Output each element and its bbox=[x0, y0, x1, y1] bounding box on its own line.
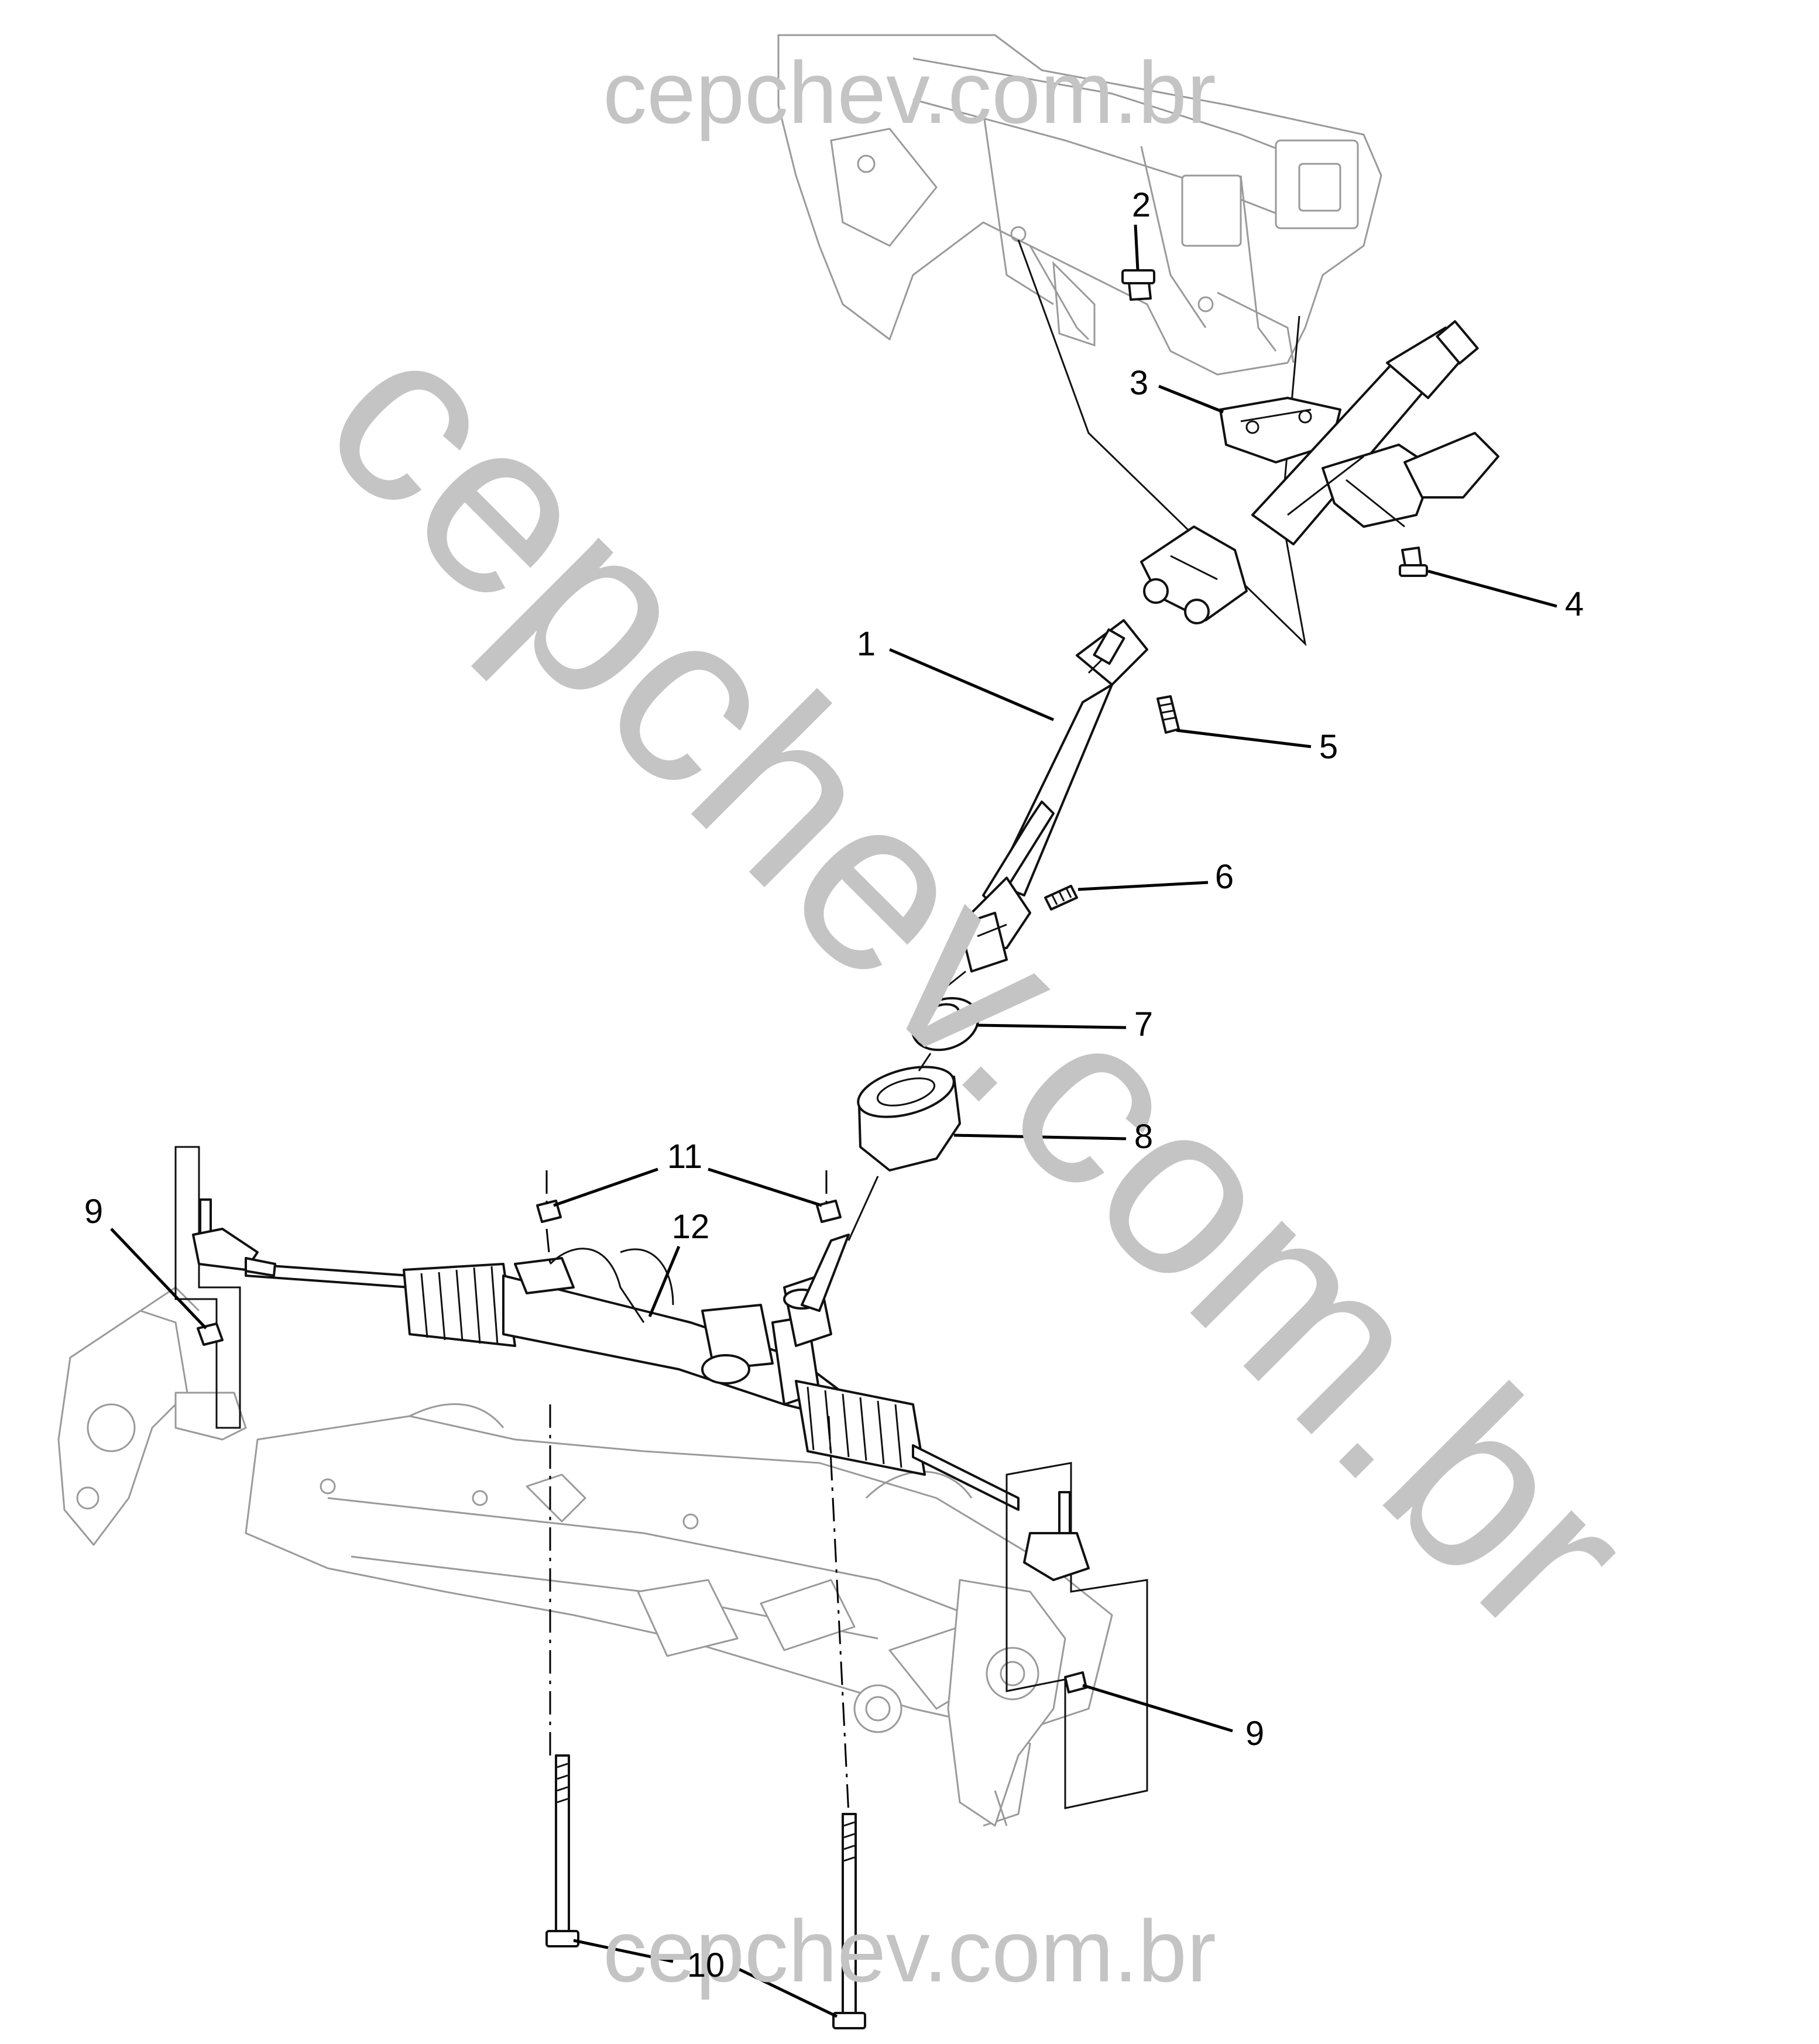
nut-part-9-right bbox=[1064, 1671, 1087, 1693]
nut-part-9-left bbox=[197, 1322, 224, 1346]
callout-7: 7 bbox=[1134, 1005, 1153, 1043]
callout-2: 2 bbox=[1132, 186, 1151, 224]
centerline-right-mount bbox=[825, 1170, 850, 1815]
callout-3: 3 bbox=[1130, 364, 1148, 402]
callout-12: 12 bbox=[672, 1208, 710, 1246]
callout-11: 11 bbox=[667, 1138, 702, 1176]
callout-9-left: 9 bbox=[84, 1193, 103, 1231]
bolt-part-4 bbox=[1399, 547, 1428, 577]
column-lower-yoke bbox=[1140, 525, 1248, 624]
callout-9-right: 9 bbox=[1245, 1715, 1264, 1753]
leader-lines bbox=[110, 224, 1557, 2018]
right-steering-knuckle bbox=[947, 1579, 1066, 1827]
right-tie-rod-end bbox=[1005, 1462, 1148, 1809]
callout-8: 8 bbox=[1134, 1118, 1153, 1156]
watermark-bottom: cepchev.com.br bbox=[603, 1902, 1216, 2000]
bolt-part-5 bbox=[1156, 695, 1180, 734]
left-tie-rod-end bbox=[174, 1146, 276, 1429]
bolts-part-10 bbox=[545, 1754, 866, 2029]
callout-4: 4 bbox=[1565, 585, 1584, 623]
callout-1: 1 bbox=[857, 625, 876, 663]
bolt-part-6 bbox=[1044, 885, 1078, 911]
shaft-centerline-mid bbox=[918, 1053, 932, 1071]
callout-labels: 1 2 3 4 5 6 7 8 9 9 10 11 12 bbox=[84, 186, 1584, 1984]
callout-5: 5 bbox=[1319, 728, 1338, 766]
shaft-centerline-upper bbox=[936, 970, 966, 996]
steering-rack bbox=[245, 1248, 1020, 1511]
steering-column bbox=[1251, 320, 1499, 545]
intermediate-shaft-part-1 bbox=[959, 619, 1148, 973]
centerline-left-mount bbox=[545, 1170, 551, 1756]
callout-6: 6 bbox=[1215, 858, 1234, 896]
callout-10: 10 bbox=[687, 1946, 725, 1984]
boot-part-8 bbox=[857, 1066, 961, 1172]
pinion-input-shaft bbox=[801, 1234, 850, 1312]
watermark-top: cepchev.com.br bbox=[603, 43, 1216, 142]
seal-part-7 bbox=[911, 997, 980, 1052]
shaft-centerline-lower bbox=[847, 1176, 879, 1241]
bolt-part-2 bbox=[1121, 269, 1155, 301]
front-subframe bbox=[245, 1403, 1113, 1827]
